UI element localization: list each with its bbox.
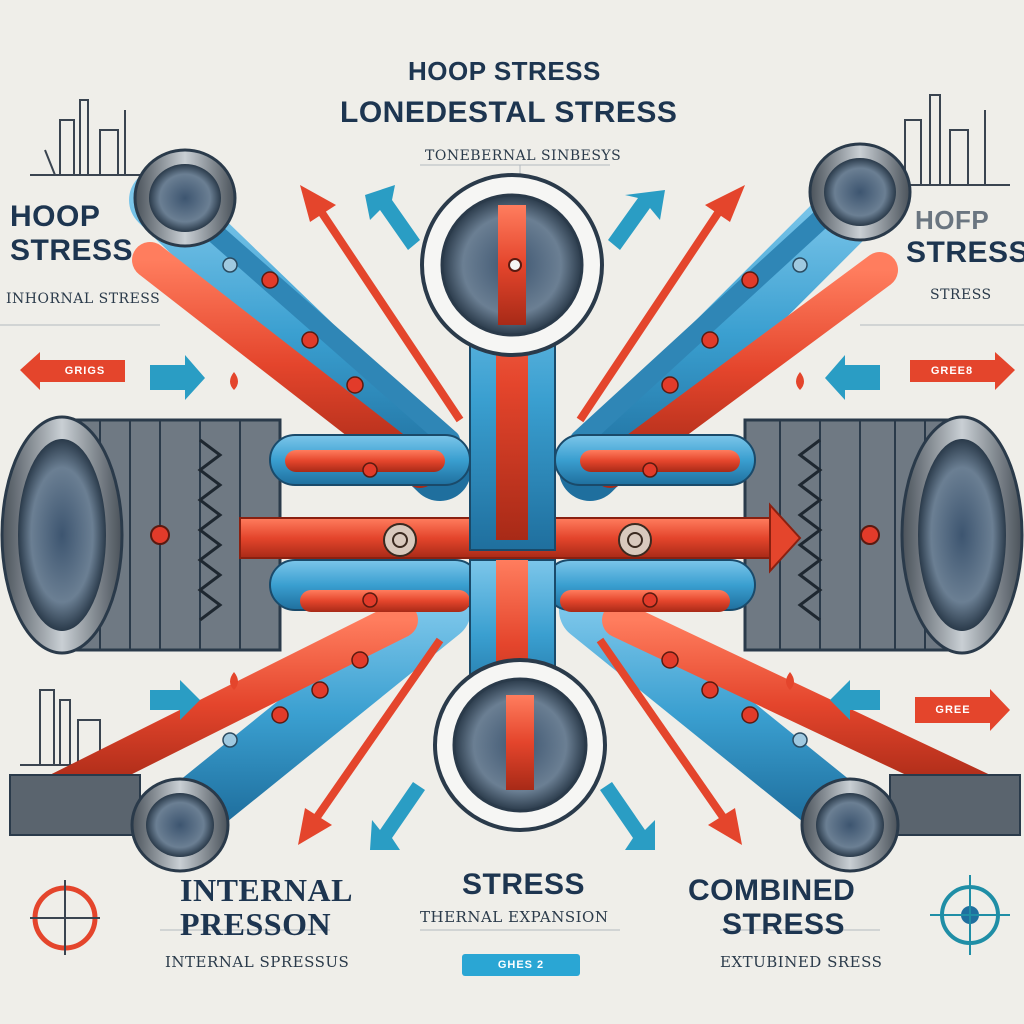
pipe-fittings: [150, 462, 880, 608]
stress-arrows: [20, 185, 1015, 850]
gauge-icon: [30, 880, 100, 955]
left-tag-arrow: [20, 352, 125, 390]
bottom-left-title-line1: INTERNAL: [180, 872, 353, 908]
right-lower-tag-label: GREE: [935, 704, 971, 716]
arrow-cyan-bottom-left: [370, 782, 425, 850]
arrow-cyan-right: [825, 355, 880, 400]
right-title-line2: STRESS: [906, 236, 1024, 269]
left-subtitle: INHORNAL STRESS: [6, 291, 161, 307]
bottom-left-title-line2: PRESSON: [180, 906, 332, 942]
bottom-center-tag-label: GHES 2: [497, 959, 545, 971]
arrow-cyan-bottom-right: [600, 782, 655, 850]
bottom-left-subtitle: INTERNAL SPRESSUS: [165, 953, 350, 971]
right-tag-arrow: [910, 352, 1015, 390]
center-tag-box: [462, 954, 580, 976]
bottom-center-subtitle: THERNAL EXPANSION: [420, 908, 609, 926]
crosshair-icon: [930, 875, 1010, 955]
bottom-center-title: STRESS: [462, 868, 586, 901]
pipe-bundle-lower-left: [42, 579, 471, 851]
flow-arrowhead: [769, 502, 802, 574]
arrow-red-up-left: [300, 185, 336, 222]
arrow-cyan-top-right: [608, 190, 665, 250]
arrow-cyan-top-left: [365, 185, 420, 250]
top-title-longitudinal: LONEDESTAL STRESS: [340, 96, 678, 129]
arrow-cyan-left: [150, 355, 205, 400]
arrow-red-up-right: [705, 185, 745, 222]
right-title-line1: HOFP: [915, 205, 990, 235]
right-lower-tag-arrow: [915, 689, 1010, 731]
bottom-right-subtitle: EXTUBINED SRESS: [720, 953, 883, 971]
top-title-hoop: HOOP STRESS: [408, 56, 601, 86]
guide-lines: [0, 164, 1024, 931]
right-subtitle: STRESS: [930, 287, 992, 303]
arrow-red-down-left: [298, 808, 332, 845]
refinery-icon: [30, 99, 150, 176]
pipe-bundle-lower-right: [559, 579, 998, 851]
right-tag-label: GREE8: [930, 365, 974, 377]
rivets: [261, 271, 759, 724]
arrow-red-down-right: [708, 808, 742, 845]
left-title: HOOP STRESS: [10, 200, 134, 267]
pipe-collar-lower-left: [9, 774, 141, 836]
bottom-right-title-line2: STRESS: [722, 908, 846, 941]
left-tag-label: GRIGS: [64, 365, 106, 377]
bottom-right-title-line1: COMBINED: [688, 874, 856, 907]
top-subtitle: TONEBERNAL SINBESYS: [425, 148, 622, 164]
pipe-collar-lower-right: [889, 774, 1021, 836]
arrow-cyan-lower-right: [830, 680, 880, 720]
arrow-cyan-lower-left: [150, 680, 200, 720]
